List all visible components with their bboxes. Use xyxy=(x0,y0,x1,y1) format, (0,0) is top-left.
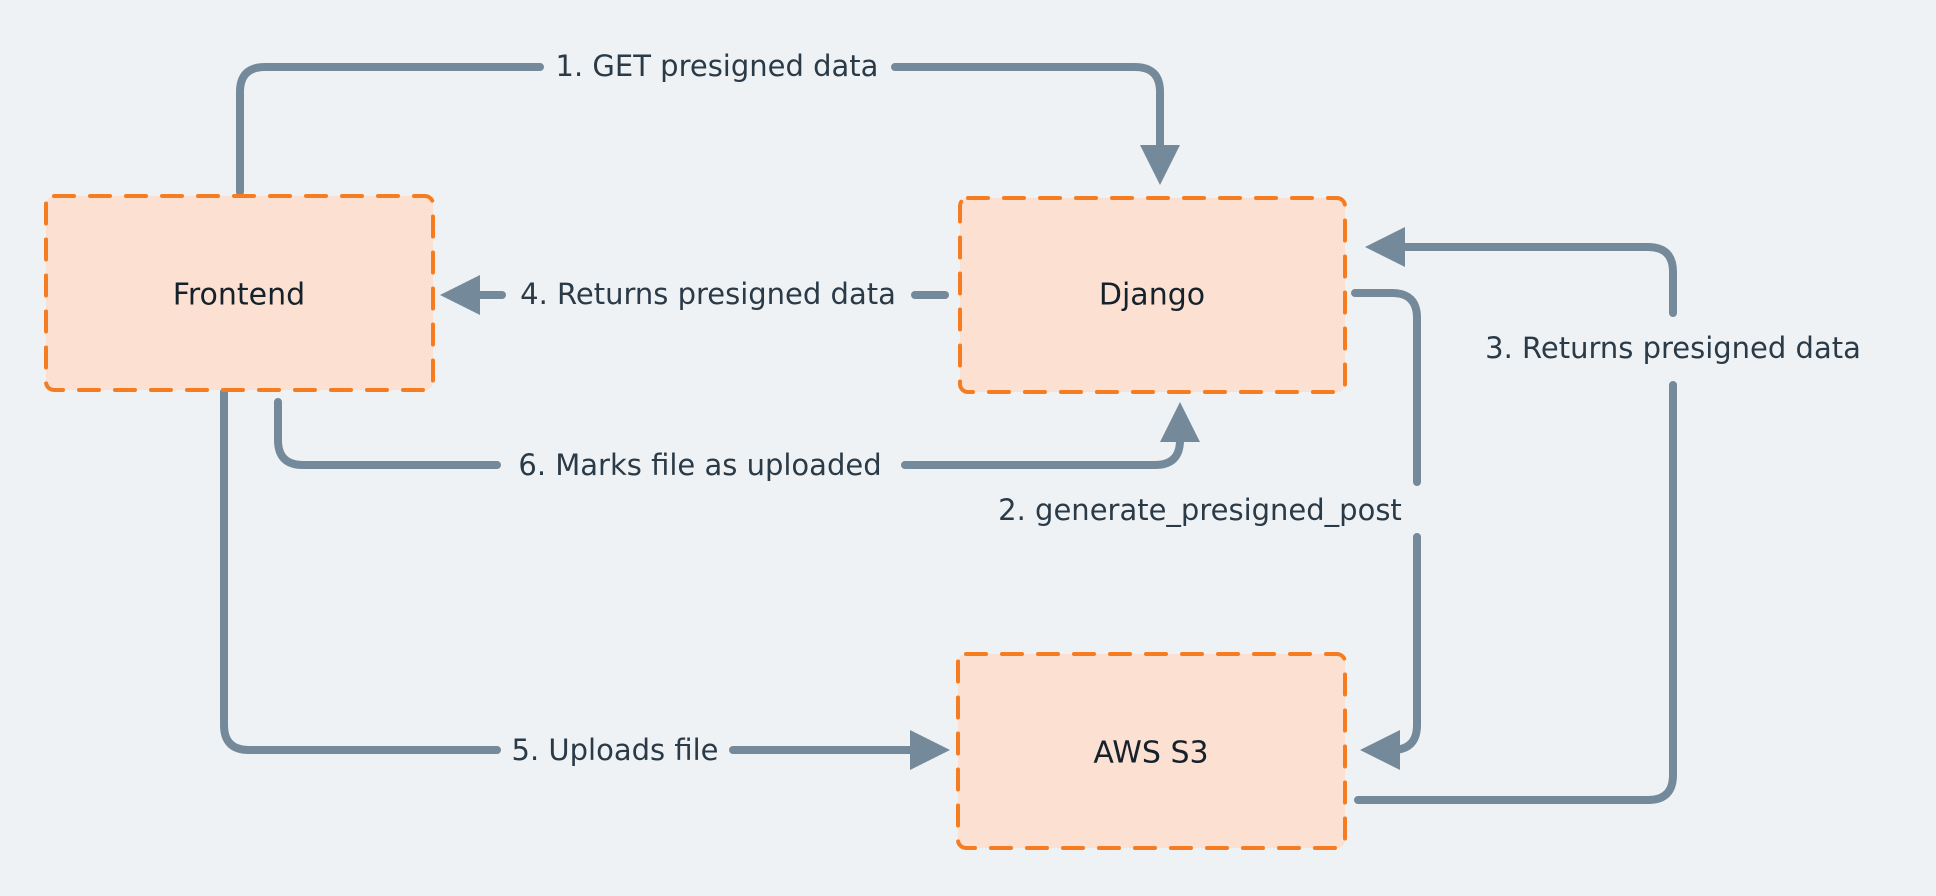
edge-5-uploads-file: 5. Uploads file xyxy=(220,388,950,770)
django-label: Django xyxy=(1099,278,1205,313)
frontend-label: Frontend xyxy=(173,278,305,313)
edge-2-path-bottom xyxy=(1360,533,1421,770)
edge-2-generate-presigned-post: 2. generate_presigned_post xyxy=(998,289,1421,770)
edge-3-path-top xyxy=(1365,227,1677,317)
edge-3-label: 3. Returns presigned data xyxy=(1485,331,1861,365)
edge-1-path-right xyxy=(891,63,1180,185)
edge-1-get-presigned-data: 1. GET presigned data xyxy=(236,49,1180,196)
aws-s3-label: AWS S3 xyxy=(1093,736,1208,771)
edge-1-path-left xyxy=(236,63,544,196)
aws-s3-box[interactable] xyxy=(956,652,1347,850)
edge-2-label: 2. generate_presigned_post xyxy=(998,493,1402,527)
node-frontend[interactable]: Frontend xyxy=(44,194,435,392)
node-django[interactable]: Django xyxy=(958,196,1347,394)
django-box[interactable] xyxy=(958,196,1347,394)
edge-6-path-right xyxy=(901,402,1200,469)
node-aws-s3[interactable]: AWS S3 xyxy=(956,652,1347,850)
edge-1-label: 1. GET presigned data xyxy=(556,49,879,83)
edge-4-returns-presigned-data: 4. Returns presigned data xyxy=(440,275,949,315)
edge-3-path-bottom xyxy=(1354,381,1677,804)
edge-5-path-left xyxy=(220,388,501,754)
edge-3-returns-presigned-data: 3. Returns presigned data xyxy=(1354,227,1861,804)
edge-6-marks-file-as-uploaded: 6. Marks file as uploaded xyxy=(274,398,1200,482)
edge-5-label: 5. Uploads file xyxy=(512,733,719,767)
edge-6-label: 6. Marks file as uploaded xyxy=(518,448,881,482)
frontend-box[interactable] xyxy=(44,194,435,392)
edge-2-path-top xyxy=(1351,289,1421,486)
edge-6-path-left xyxy=(274,398,501,469)
edge-4-label: 4. Returns presigned data xyxy=(520,277,896,311)
